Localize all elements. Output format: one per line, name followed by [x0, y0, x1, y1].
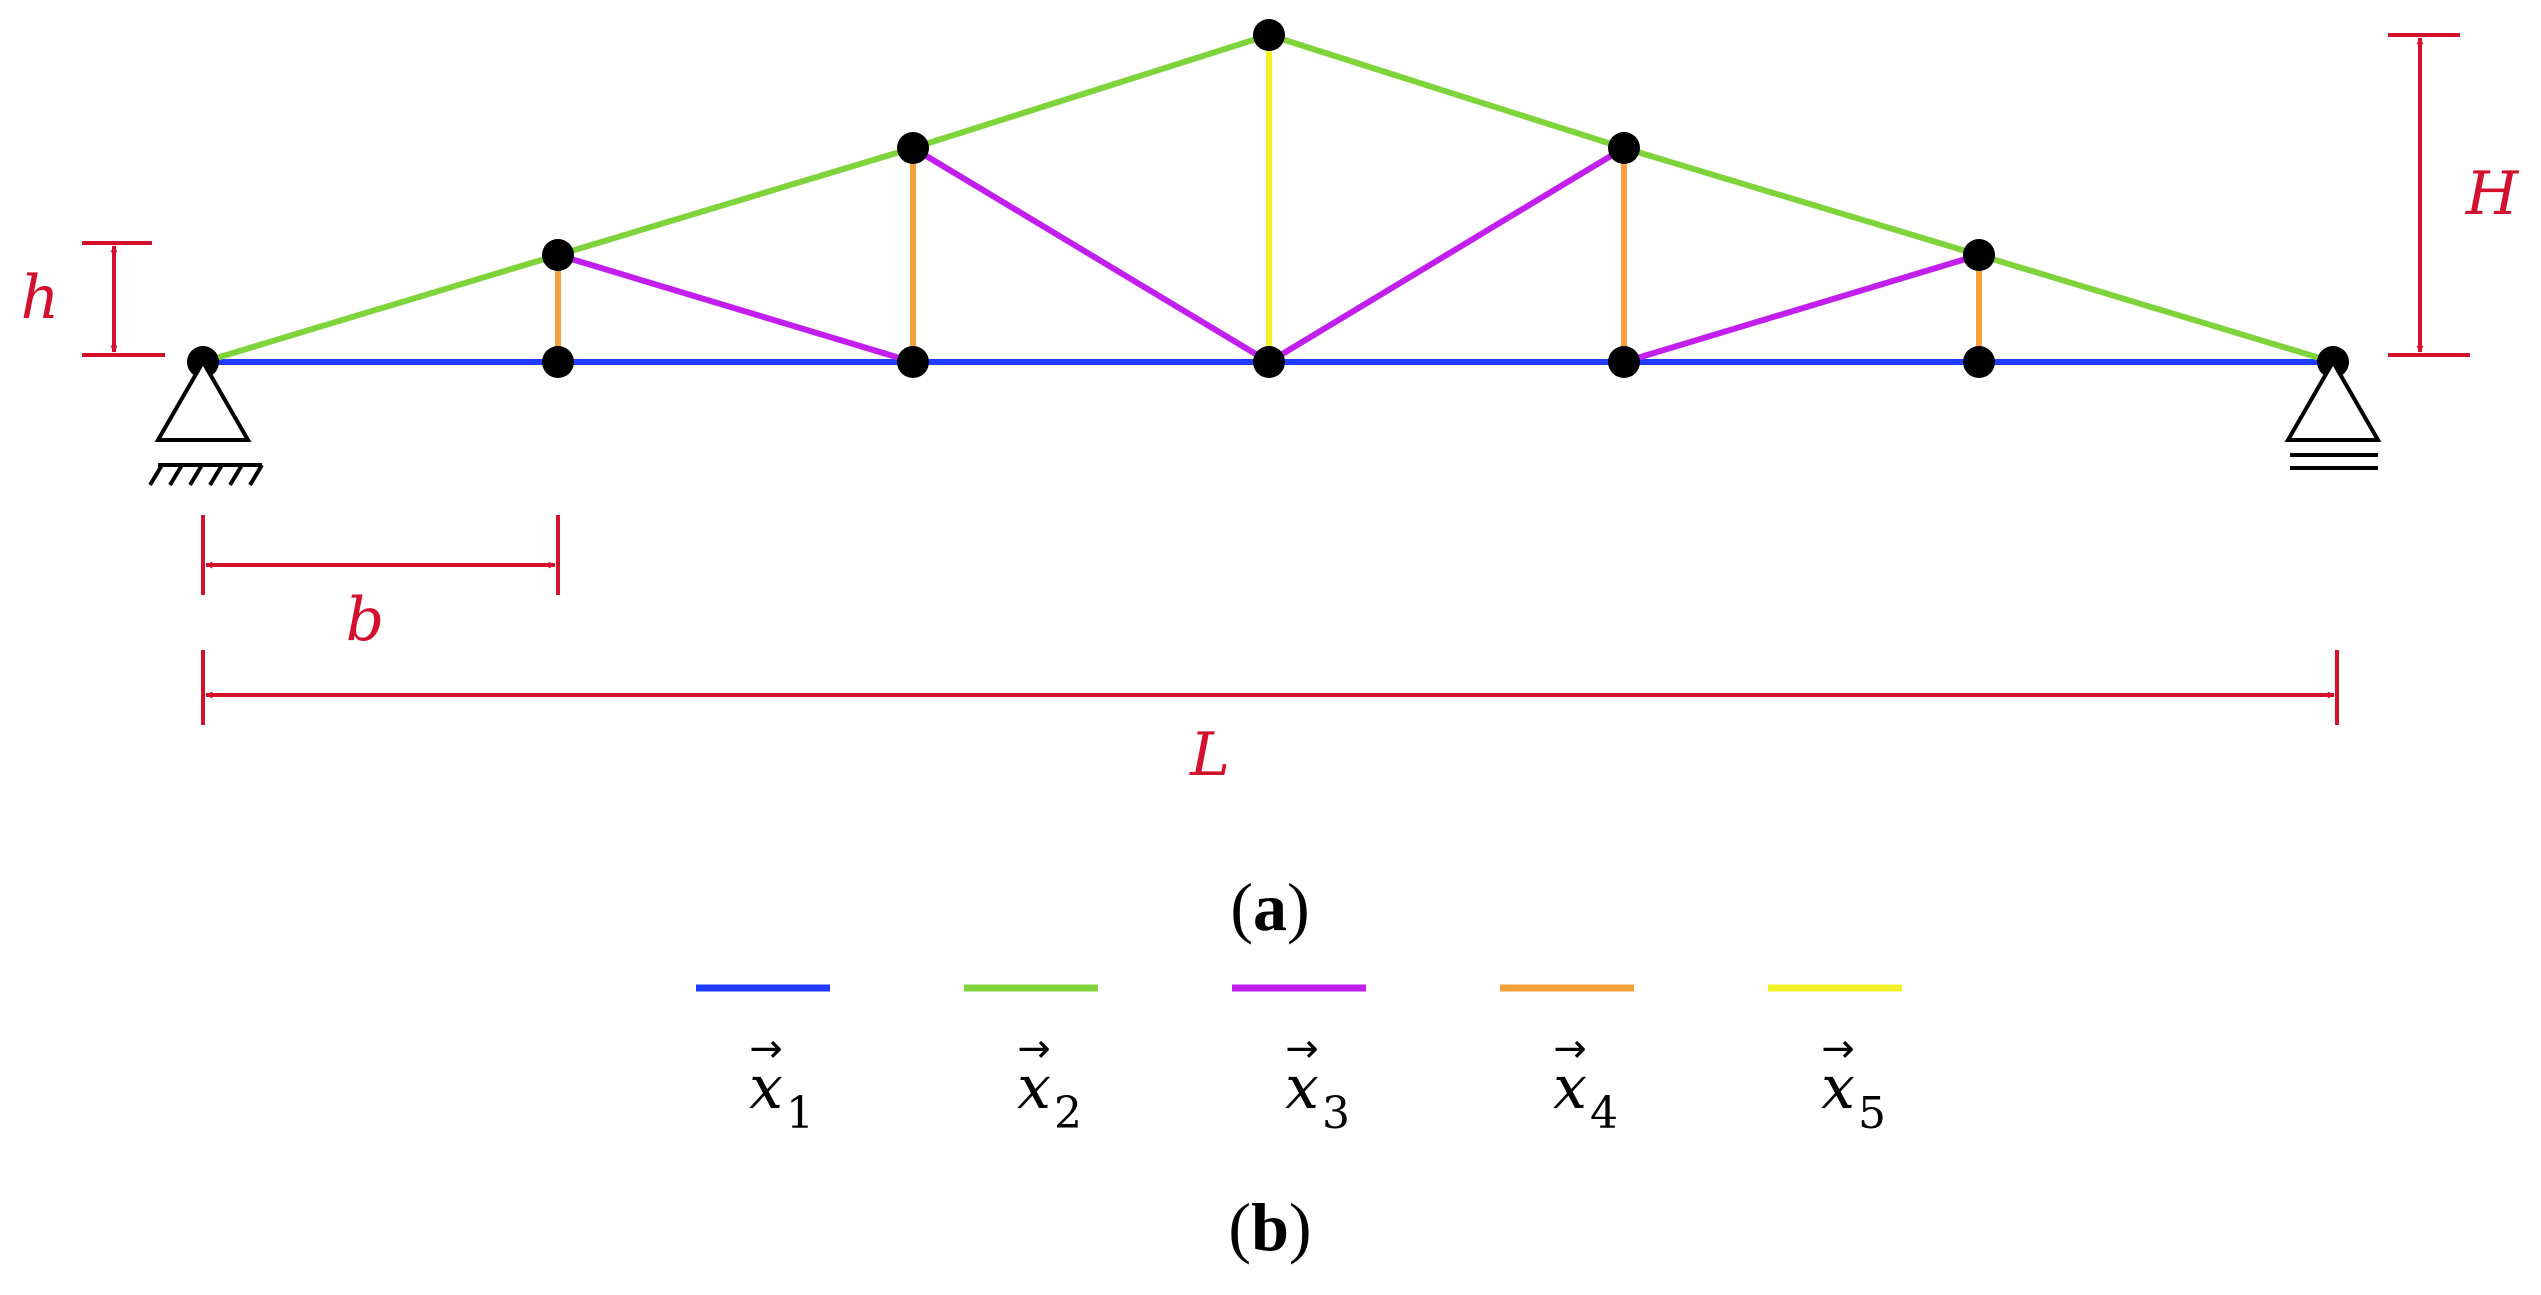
legend-symbol: x — [1017, 1053, 1051, 1123]
legend-symbol: x — [1285, 1053, 1319, 1123]
top-chord-member — [1268, 32, 1625, 151]
legend-vector-arrow: → — [1017, 1026, 1051, 1072]
legend-subscript: 3 — [1322, 1088, 1350, 1139]
truss-node — [1608, 132, 1640, 164]
dimension-b — [201, 515, 560, 595]
top-chord-member — [1978, 252, 2334, 365]
dim-label-b: b — [346, 585, 384, 655]
top-chord-member — [202, 252, 559, 365]
truss-node — [1963, 346, 1995, 378]
legend-subscript: 4 — [1590, 1088, 1618, 1139]
dim-label-L: L — [1189, 720, 1230, 790]
legend-vector-arrow: → — [749, 1026, 783, 1072]
top-chord-member — [912, 32, 1270, 151]
dimension-L — [201, 650, 2339, 725]
truss-node — [1253, 19, 1285, 51]
dim-label-H: H — [2465, 159, 2520, 229]
diagonal-member — [1267, 145, 1626, 365]
legend-subscript: 1 — [786, 1088, 814, 1139]
diagonal-member — [911, 145, 1271, 365]
legend-symbol: x — [1821, 1053, 1855, 1123]
legend-subscript: 2 — [1054, 1088, 1082, 1139]
legend-vector-arrow: → — [1553, 1026, 1587, 1072]
truss-node — [542, 239, 574, 271]
top-chord-member — [1623, 145, 1980, 258]
right-roller-support — [2284, 357, 2382, 470]
dimension-h — [82, 241, 165, 357]
diagonal-member — [1623, 252, 1980, 365]
legend-subscript: 5 — [1858, 1088, 1886, 1139]
diagonal-member — [557, 252, 914, 365]
legend-vector-arrow: → — [1285, 1026, 1319, 1072]
left-pin-support — [148, 357, 264, 487]
legend-vector-arrow: → — [1821, 1026, 1855, 1072]
legend-symbol: x — [1553, 1053, 1587, 1123]
dimension-H — [2388, 33, 2470, 357]
truss-node — [542, 346, 574, 378]
truss-node — [897, 132, 929, 164]
caption-b: (b) — [1228, 1189, 1311, 1265]
truss-node — [1963, 239, 1995, 271]
truss-node — [1608, 346, 1640, 378]
truss-node — [897, 346, 929, 378]
legend-symbol: x — [749, 1053, 783, 1123]
truss-node — [1253, 346, 1285, 378]
dim-label-h: h — [21, 263, 60, 333]
top-chord-member — [557, 145, 914, 258]
caption-a: (a) — [1230, 869, 1309, 945]
truss-members — [202, 32, 2334, 365]
